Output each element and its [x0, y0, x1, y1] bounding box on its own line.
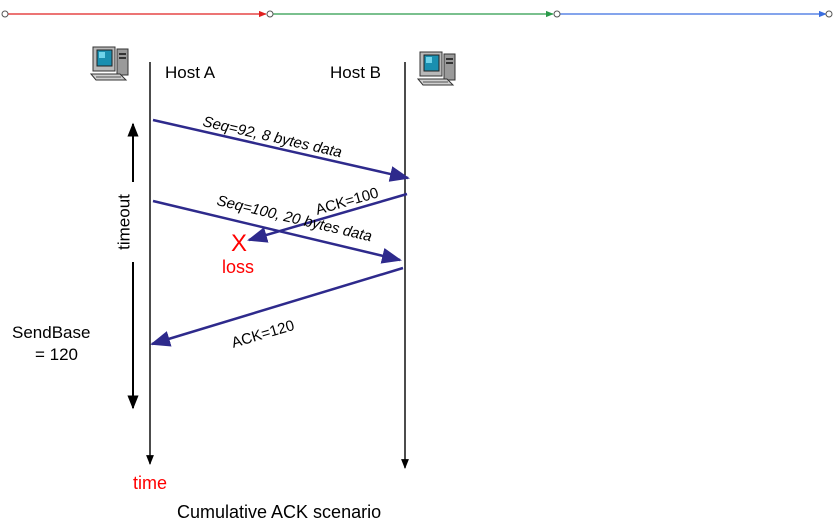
time-label: time — [133, 473, 168, 493]
segment-arrow-seq92 — [152, 118, 410, 182]
segment-arrow-seq100 — [152, 199, 402, 264]
diagram-caption: Cumulative ACK scenario — [177, 502, 382, 522]
desktop-computer-icon — [90, 46, 129, 81]
timeout-label: timeout — [114, 194, 134, 250]
desktop-computer-icon — [417, 51, 456, 86]
progress-node — [825, 10, 833, 18]
sendbase-label: SendBase — [12, 323, 91, 342]
ack-arrow-100 — [247, 192, 408, 243]
ack-arrow-120 — [150, 266, 404, 347]
top-progress-line — [1, 10, 833, 18]
host-b-label: Host B — [330, 63, 382, 82]
host-a-label: Host A — [165, 63, 216, 82]
sendbase-value: = 120 — [35, 345, 79, 364]
progress-node — [1, 10, 9, 18]
loss-x-marker: X — [231, 230, 248, 257]
progress-node — [266, 10, 274, 18]
progress-node — [553, 10, 561, 18]
loss-label: loss — [222, 257, 255, 277]
